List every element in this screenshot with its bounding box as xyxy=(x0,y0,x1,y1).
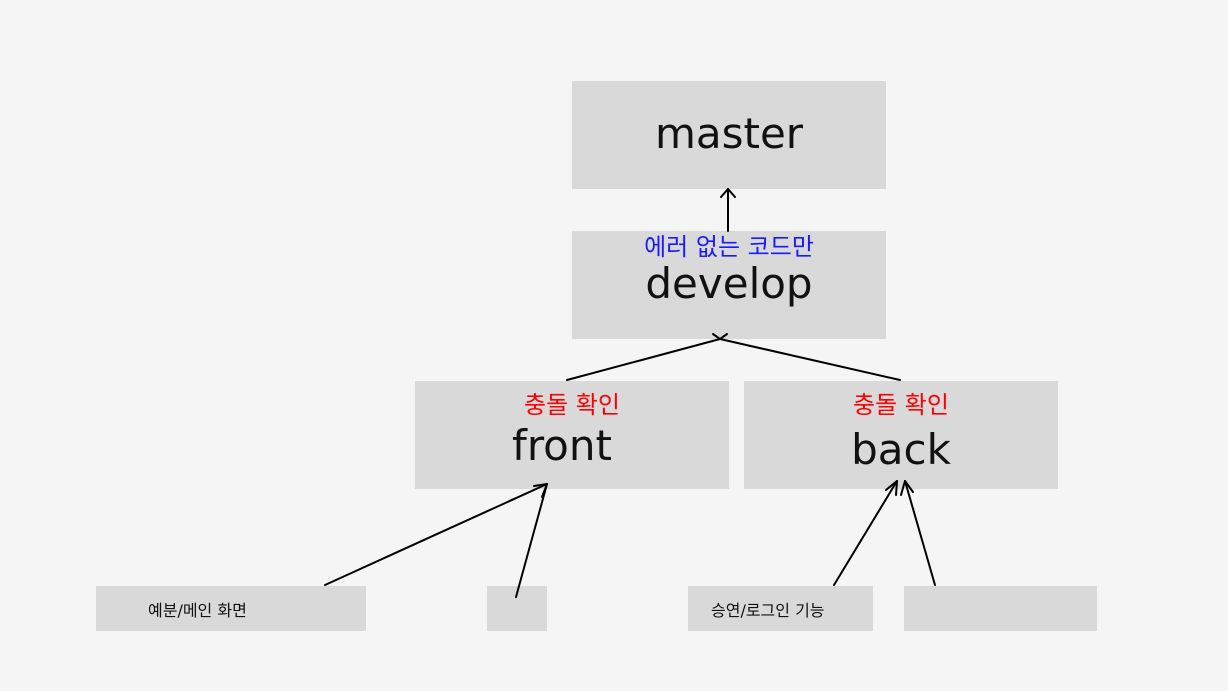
arrow-back-feature-2-to-back xyxy=(904,480,936,586)
arrowhead-front xyxy=(533,483,548,498)
back-feature-label-1: 승연/로그인 기능 xyxy=(711,600,825,620)
develop-branch-label: develop xyxy=(645,259,813,308)
arrowhead-master xyxy=(720,188,736,198)
master-branch-label: master xyxy=(654,109,804,158)
back-feature-box-2 xyxy=(904,586,1097,631)
arrow-front-feature-2-to-front xyxy=(515,483,548,598)
arrowhead-develop xyxy=(712,333,728,340)
back-note: 충돌 확인 xyxy=(853,391,949,419)
front-feature-label-1: 예분/메인 화면 xyxy=(148,600,247,620)
arrow-back-feature-1-to-back xyxy=(833,480,898,586)
back-branch-label: back xyxy=(851,425,951,474)
arrowhead-back-1 xyxy=(885,480,898,496)
front-note: 충돌 확인 xyxy=(524,391,620,419)
front-feature-box-1: 예분/메인 화면 xyxy=(96,586,366,631)
develop-branch-box: 에러 없는 코드만 develop xyxy=(572,231,886,339)
back-branch-box: 충돌 확인 back xyxy=(744,381,1058,489)
back-feature-box-1: 승연/로그인 기능 xyxy=(688,586,873,631)
arrow-back-to-develop xyxy=(719,338,901,381)
arrowhead-back-2 xyxy=(900,480,914,496)
front-branch-label: front xyxy=(512,421,612,470)
arrow-front-to-develop xyxy=(566,338,721,381)
develop-note: 에러 없는 코드만 xyxy=(644,233,814,261)
master-branch-box: master xyxy=(572,81,886,189)
arrow-front-feature-1-to-front xyxy=(324,483,548,586)
front-branch-box: 충돌 확인 front xyxy=(415,381,729,489)
